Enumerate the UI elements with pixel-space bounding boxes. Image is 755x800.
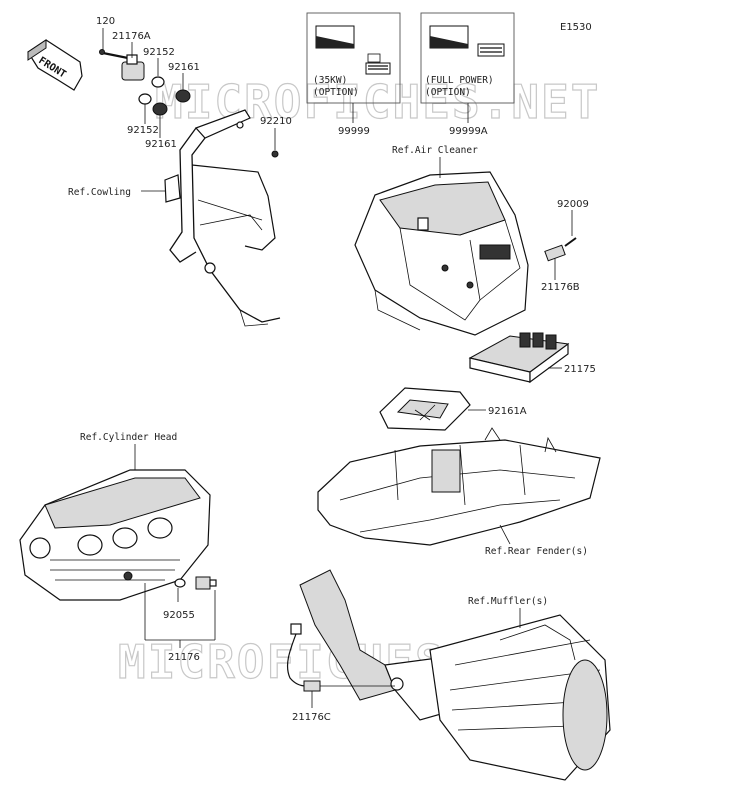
part-99999A-label: 99999A [449,126,488,137]
part-99999-label: 99999 [338,126,370,137]
part-92210-label: 92210 [260,116,292,127]
diagram-code: E1530 [560,22,592,33]
part-92009-label: 92009 [557,199,589,210]
option-35kw-line1: (35KW) [313,75,347,86]
part-92152-bottom-label: 92152 [127,125,159,136]
part-21175-label: 21175 [564,364,596,375]
part-21176C-label: 21176C [292,712,331,723]
option-box-full-power: (FULL POWER) (OPTION) 99999A [420,12,515,137]
ecu-21175 [468,332,570,384]
part-21176-label: 21176 [168,652,200,663]
option-box-35kw: (35KW) (OPTION) 99999 [306,12,401,137]
ref-cowling: Ref.Cowling [68,187,131,198]
cowling-bracket [99,49,281,327]
option-full-line2: (OPTION) [425,87,471,98]
part-92161A-label: 92161A [488,406,527,417]
option-full-line1: (FULL POWER) [425,75,494,86]
cylinder-head [19,469,211,601]
part-92161-bottom-label: 92161 [145,139,177,150]
ref-rear-fender: Ref.Rear Fender(s) [485,546,588,557]
air-cleaner-housing [354,171,529,336]
sensor-21176 [174,576,217,590]
ref-air-cleaner: Ref.Air Cleaner [392,145,478,156]
ref-muffler: Ref.Muffler(s) [468,596,548,607]
part-92055-label: 92055 [163,610,195,621]
sensor-21176B [544,237,577,262]
front-arrow-icon: FRONT [27,39,83,91]
muffler [299,569,611,781]
part-120-label: 120 [96,16,115,27]
tray-92161A [379,387,471,431]
part-92152-top-label: 92152 [143,47,175,58]
part-21176A-label: 21176A [112,31,151,42]
rear-fender [317,427,601,546]
part-21176B-label: 21176B [541,282,580,293]
ref-cylinder-head: Ref.Cylinder Head [80,432,177,443]
part-92161-top-label: 92161 [168,62,200,73]
option-35kw-line2: (OPTION) [313,87,359,98]
